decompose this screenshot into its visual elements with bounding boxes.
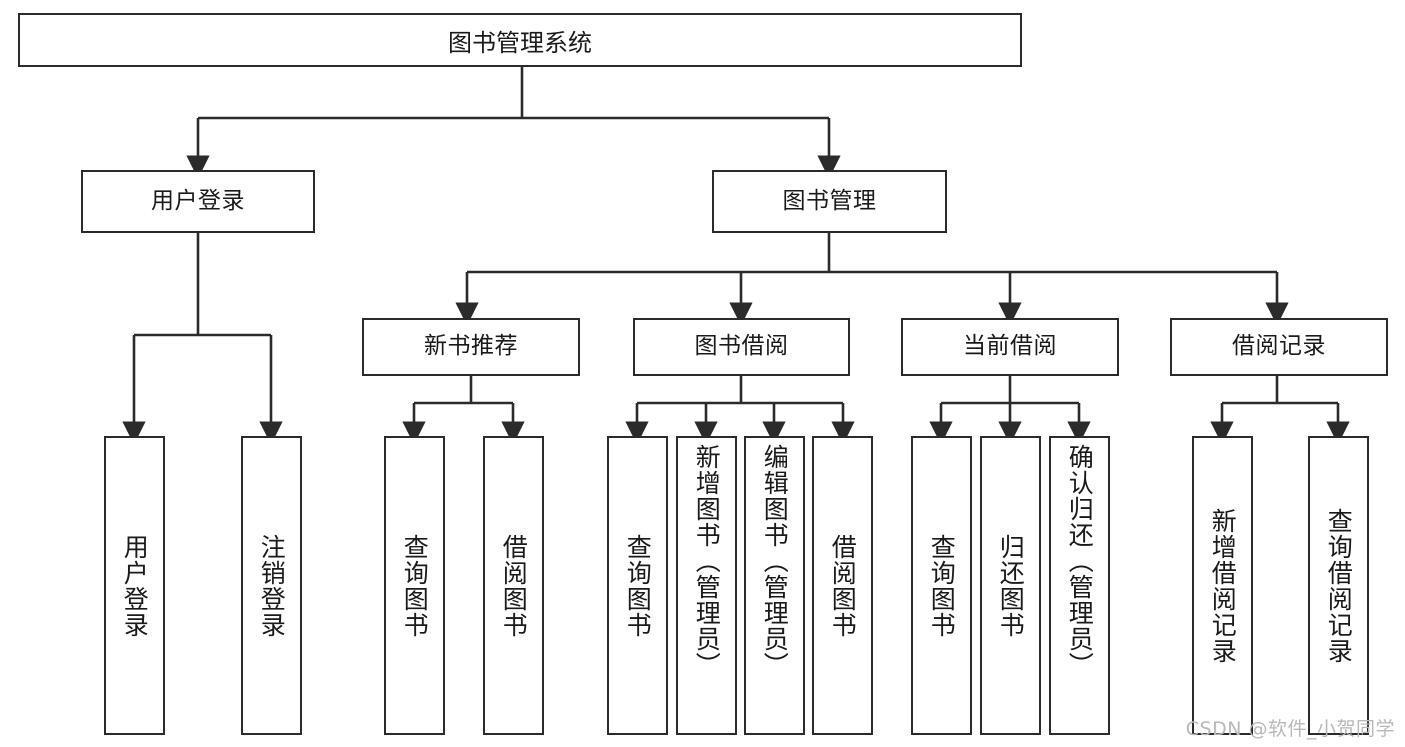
leaf-new-book-borrow[interactable]: 借阅图书 <box>483 436 544 735</box>
leaf-label: 查询借阅记录 <box>1324 507 1354 664</box>
leaf-book-borrow-borrow[interactable]: 借阅图书 <box>812 436 873 735</box>
leaf-user-login-signin[interactable]: 用户登录 <box>104 436 165 735</box>
leaf-borrow-record-add[interactable]: 新增借阅记录 <box>1192 436 1253 735</box>
node-new-book-recommend[interactable]: 新书推荐 <box>362 318 580 376</box>
node-current-borrow[interactable]: 当前借阅 <box>901 318 1119 376</box>
leaf-label: 用户登录 <box>120 533 150 638</box>
leaf-label: 查询图书 <box>623 533 653 638</box>
leaf-label: 借阅图书 <box>499 533 529 638</box>
leaf-borrow-record-query[interactable]: 查询借阅记录 <box>1308 436 1369 735</box>
node-user-login[interactable]: 用户登录 <box>81 170 315 233</box>
leaf-book-borrow-edit[interactable]: 编辑图书（管理员） <box>744 436 805 735</box>
leaf-label: 编辑图书（管理员） <box>760 444 790 678</box>
leaf-user-login-signout[interactable]: 注销登录 <box>241 436 302 735</box>
node-book-management[interactable]: 图书管理 <box>712 170 947 233</box>
node-borrow-record[interactable]: 借阅记录 <box>1170 318 1388 376</box>
leaf-book-borrow-query[interactable]: 查询图书 <box>607 436 668 735</box>
leaf-current-borrow-return[interactable]: 归还图书 <box>980 436 1041 735</box>
leaf-label: 借阅图书 <box>828 533 858 638</box>
leaf-label: 归还图书 <box>996 533 1026 638</box>
leaf-label: 查询图书 <box>927 533 957 638</box>
leaf-current-borrow-confirm-return[interactable]: 确认归还（管理员） <box>1049 436 1110 735</box>
leaf-label: 确认归还（管理员） <box>1065 444 1095 678</box>
leaf-label: 注销登录 <box>257 533 287 638</box>
watermark: CSDN @软件_小贺同学 <box>1185 718 1395 740</box>
leaf-new-book-query[interactable]: 查询图书 <box>384 436 445 735</box>
leaf-label: 新增借阅记录 <box>1208 507 1238 664</box>
leaf-label: 查询图书 <box>400 533 430 638</box>
node-book-borrow[interactable]: 图书借阅 <box>633 318 850 376</box>
node-root-system[interactable]: 图书管理系统 <box>18 13 1022 67</box>
leaf-label: 新增图书（管理员） <box>692 444 722 678</box>
leaf-book-borrow-add[interactable]: 新增图书（管理员） <box>676 436 737 735</box>
leaf-current-borrow-query[interactable]: 查询图书 <box>911 436 972 735</box>
